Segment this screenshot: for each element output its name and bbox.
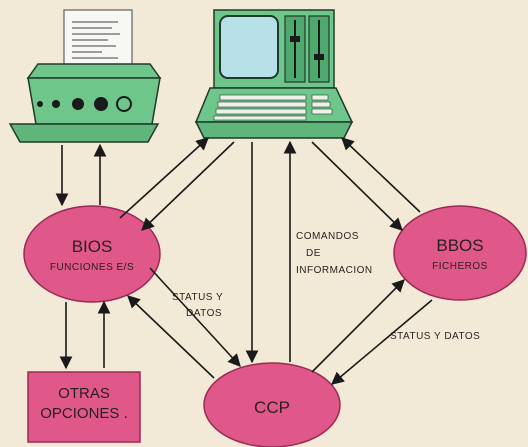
bios-subtitle: FUNCIONES E/S	[49, 262, 135, 273]
arrow-bbos-to-terminal	[341, 137, 421, 213]
edge-label-status-y-datos: STATUS Y DATOS	[390, 331, 481, 342]
edge-label-comandos: COMANDOS	[296, 231, 359, 242]
bbos-subtitle: FICHEROS	[432, 261, 488, 272]
bios-node	[23, 205, 161, 303]
arrow-ccp-to-bios	[127, 295, 215, 379]
arrow-bios-to-ccp	[149, 267, 241, 367]
edge-label-status-y: STATUS Y	[172, 292, 224, 303]
otras-opciones-line2: OPCIONES .	[40, 405, 128, 422]
otras-opciones-node	[27, 371, 141, 443]
arrow-ccp-to-bbos	[311, 279, 405, 373]
bios-title: BIOS	[71, 237, 113, 256]
arrow-terminal-to-bbos	[311, 141, 403, 231]
arrow-bbos-to-ccp	[331, 299, 433, 385]
edge-label-de: DE	[306, 248, 321, 259]
edge-label-datos: DATOS	[186, 308, 223, 319]
ccp-title: CCP	[254, 398, 290, 417]
computer-terminal-icon	[194, 9, 354, 139]
printer-icon	[8, 9, 162, 143]
arrow-terminal-to-bios	[141, 141, 235, 231]
bbos-title: BBOS	[436, 236, 484, 255]
ccp-node	[203, 362, 341, 447]
arrow-bios-to-terminal	[119, 137, 209, 219]
edge-label-informacion: INFORMACION	[296, 265, 373, 276]
otras-opciones-line1: OTRAS	[58, 385, 110, 402]
bbos-node	[393, 205, 527, 301]
